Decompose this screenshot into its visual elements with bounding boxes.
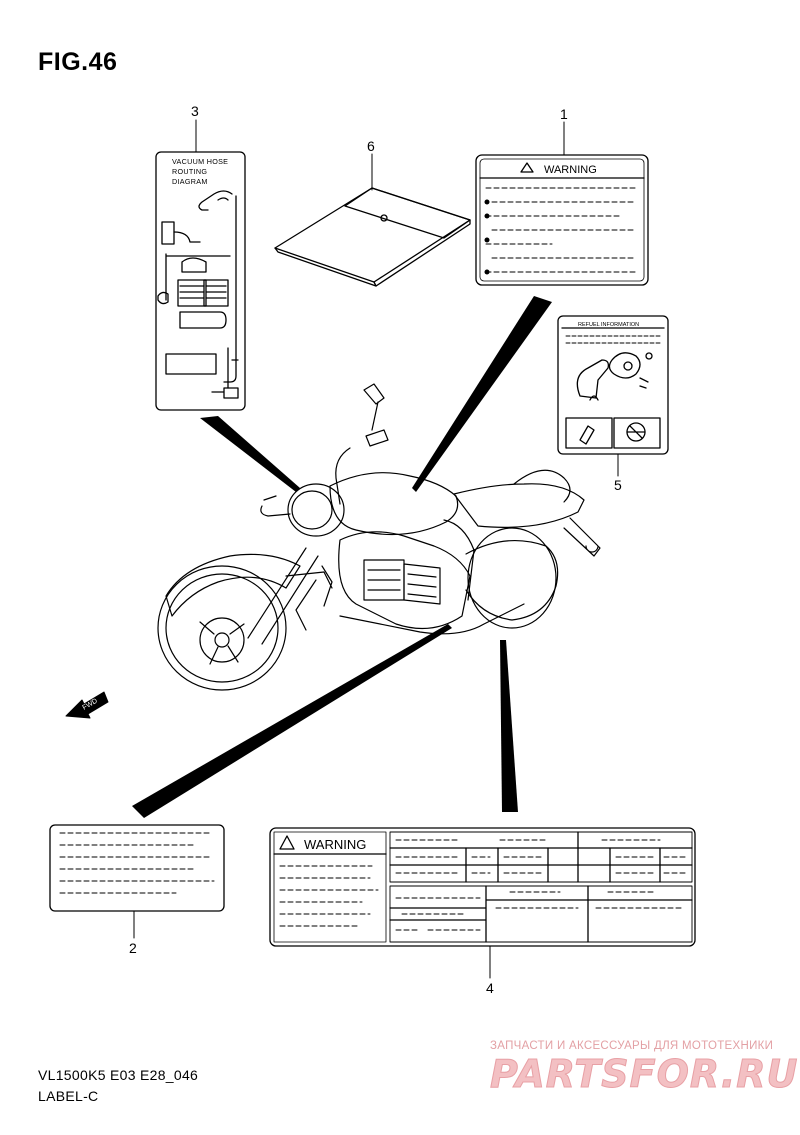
warning-4-title: WARNING bbox=[304, 837, 366, 852]
label-manual-pouch[interactable] bbox=[274, 187, 471, 287]
callout-6: 6 bbox=[367, 138, 375, 154]
fwd-direction-arrow: FWD bbox=[65, 691, 109, 719]
watermark-logo: PARTSFOR.RU bbox=[489, 1052, 799, 1097]
callout-5: 5 bbox=[614, 477, 622, 493]
callout-4: 4 bbox=[486, 980, 494, 996]
callout-2: 2 bbox=[129, 940, 137, 956]
figure-section: LABEL-C bbox=[38, 1088, 99, 1104]
refuel-title: REFUEL INFORMATION bbox=[578, 322, 639, 328]
callout-1: 1 bbox=[560, 106, 568, 122]
label-vacuum-hose-diagram[interactable]: VACUUM HOSE ROUTING DIAGRAM bbox=[155, 151, 246, 411]
label-refuel-information[interactable]: REFUEL INFORMATION bbox=[557, 315, 669, 455]
figure-code: VL1500K5 E03 E28_046 bbox=[38, 1067, 199, 1083]
warning-1-title: WARNING bbox=[544, 164, 597, 176]
vacuum-label-line-2: ROUTING bbox=[172, 167, 207, 176]
label-warning-1[interactable]: WARNING bbox=[475, 154, 649, 286]
label-info-2[interactable] bbox=[49, 824, 225, 912]
callout-leaders bbox=[133, 119, 619, 979]
figure-title: FIG.46 bbox=[38, 48, 118, 76]
vacuum-label-line-1: VACUUM HOSE bbox=[172, 157, 228, 166]
motorcycle-illustration bbox=[157, 383, 601, 691]
leader-wedges bbox=[132, 296, 552, 818]
label-warning-4[interactable]: WARNING bbox=[269, 827, 696, 947]
vacuum-label-line-3: DIAGRAM bbox=[172, 177, 208, 186]
callout-3: 3 bbox=[191, 103, 199, 119]
watermark-tagline: ЗАПЧАСТИ И АКСЕССУАРЫ ДЛЯ МОТОТЕХНИКИ bbox=[490, 1040, 774, 1052]
